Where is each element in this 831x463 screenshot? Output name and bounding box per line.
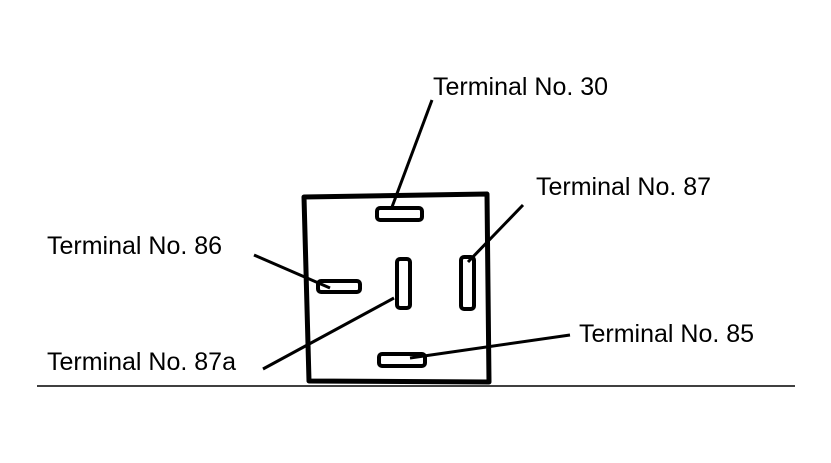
leader-line-87a <box>262 296 395 371</box>
terminal-86-pin <box>316 279 362 294</box>
terminal-30-pin <box>375 206 424 222</box>
terminal-87a-pin <box>395 257 412 310</box>
leader-line-85 <box>409 333 571 360</box>
terminal-87-pin <box>459 255 476 311</box>
label-terminal-87: Terminal No. 87 <box>536 173 711 201</box>
label-terminal-86: Terminal No. 86 <box>47 232 222 260</box>
label-terminal-30: Terminal No. 30 <box>433 73 608 101</box>
leader-line-30 <box>390 99 434 208</box>
leader-line-87 <box>466 203 525 264</box>
leader-line-86 <box>253 253 331 290</box>
relay-body <box>301 191 492 385</box>
label-terminal-87a: Terminal No. 87a <box>47 348 236 376</box>
label-terminal-85: Terminal No. 85 <box>579 320 754 348</box>
